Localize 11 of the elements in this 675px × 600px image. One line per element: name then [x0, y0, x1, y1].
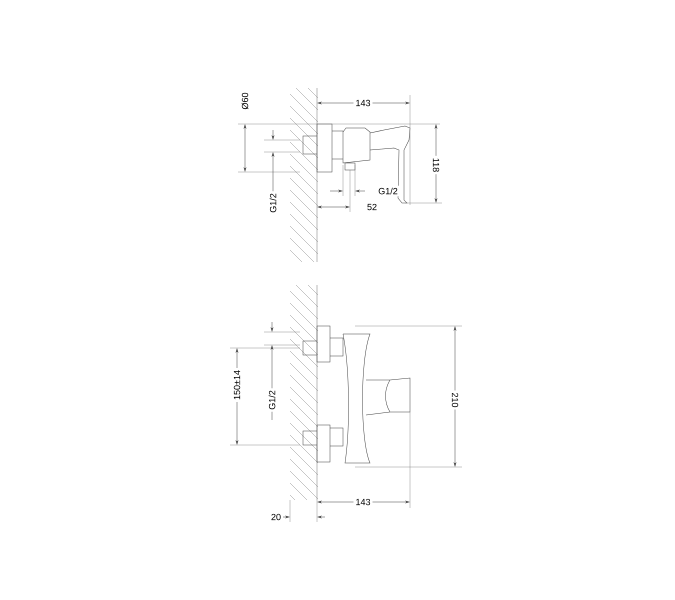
dimension-text: G1/2 [266, 388, 278, 412]
dimension-text: Ø60 [240, 90, 250, 112]
dimension-text: 150±14 [232, 368, 242, 402]
dimension-text: 143 [354, 98, 372, 108]
dimension-text: 52 [365, 202, 379, 212]
dimension-text: 143 [354, 496, 372, 508]
dimension-text: 210 [450, 390, 460, 410]
dimension-text: 20 [269, 512, 283, 522]
dimension-text: 118 [430, 156, 442, 174]
dimension-text: G1/2 [376, 186, 400, 196]
dimension-text: G1/2 [268, 191, 278, 215]
